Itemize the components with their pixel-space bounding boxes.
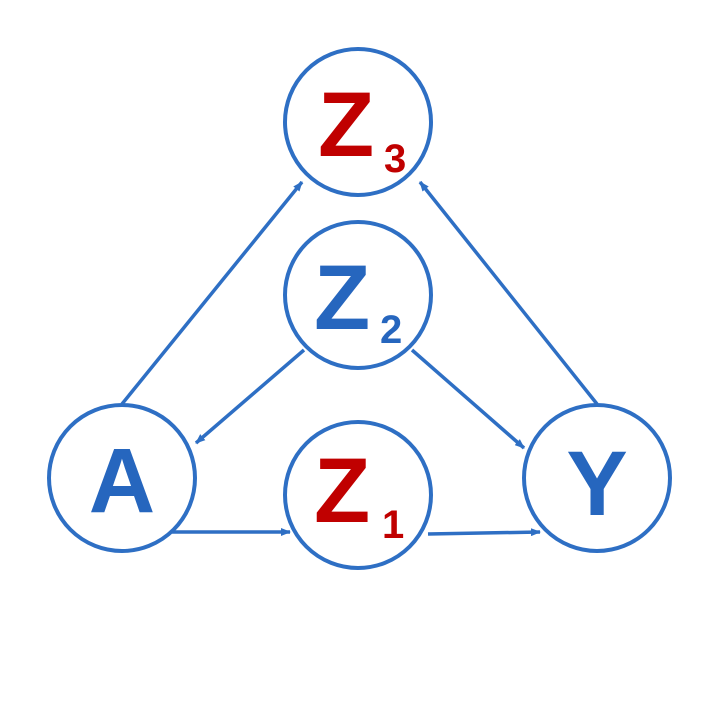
node-z3-circle: [283, 47, 433, 197]
node-z3-subscript: 3: [384, 137, 406, 181]
node-z1-subscript: 1: [382, 503, 404, 547]
node-y-circle: [522, 403, 672, 553]
node-z2-circle: [283, 220, 433, 370]
edge-a-to-z3: [120, 180, 304, 406]
node-a-label: A: [89, 430, 155, 532]
edge-z2-to-y: [410, 348, 526, 450]
node-z2-subscript: 2: [380, 308, 402, 352]
edge-z1-to-y: [427, 528, 541, 537]
node-a-circle: [47, 403, 197, 553]
node-a: A: [47, 403, 197, 553]
node-z1: Z 1: [283, 420, 433, 570]
edge-z2-to-a: [194, 348, 306, 445]
edge-y-to-z3: [418, 180, 599, 406]
node-y-label: Y: [566, 433, 627, 535]
node-z2-label: Z: [314, 247, 370, 349]
node-z3-label: Z: [318, 74, 374, 176]
node-z1-circle: [283, 420, 433, 570]
node-y: Y: [522, 403, 672, 553]
node-z1-label: Z: [314, 440, 370, 542]
node-z2: Z 2: [283, 220, 433, 370]
node-z3: Z 3: [283, 47, 433, 197]
